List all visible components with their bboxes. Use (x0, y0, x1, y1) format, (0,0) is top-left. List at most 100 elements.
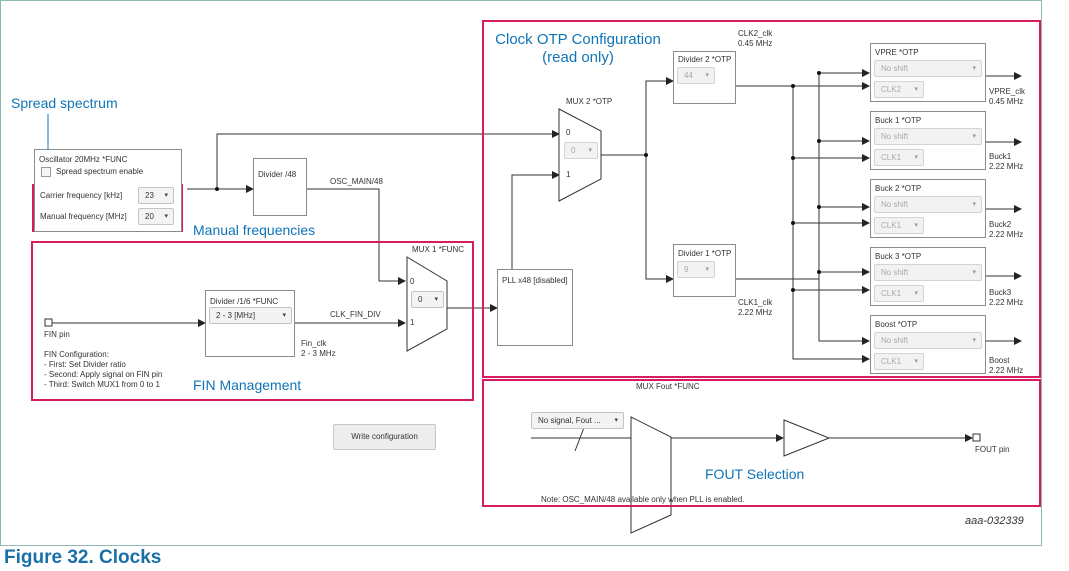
divider1-box: Divider 1 *OTP 9▾ (673, 244, 736, 297)
fin-divider-select[interactable]: 2 - 3 [MHz] ▾ (209, 307, 292, 324)
chevron-down-icon: ▾ (972, 269, 976, 276)
oscillator-title: Oscillator 20MHz *FUNC (39, 155, 128, 164)
fin-pin-label: FIN pin (44, 330, 70, 339)
clk2-label: CLK2_clk (738, 29, 773, 38)
clock-otp-heading-line1: Clock OTP Configuration (495, 31, 661, 48)
chevron-down-icon: ▾ (972, 201, 976, 208)
muxfout-shape (630, 416, 672, 534)
chevron-down-icon: ▾ (164, 213, 168, 220)
fin-management-highlight (31, 241, 474, 401)
spread-spectrum-heading: Spread spectrum (11, 95, 118, 111)
manual-frequency-value: 20 (145, 212, 154, 221)
spread-spectrum-enable-label: Spread spectrum enable (56, 167, 144, 176)
fin-config-step-3: - Third: Switch MUX1 from 0 to 1 (44, 380, 160, 389)
buck3-clk-value: CLK1 (881, 289, 902, 298)
buck2-out-freq: 2.22 MHz (989, 230, 1024, 239)
chevron-down-icon: ▾ (282, 312, 286, 319)
chevron-down-icon: ▾ (972, 65, 976, 72)
divider2-title: Divider 2 *OTP (678, 55, 732, 64)
buck2-clk-value: CLK1 (881, 221, 902, 230)
fout-selection-highlight (482, 379, 1041, 507)
mux2-input-0: 0 (566, 128, 571, 137)
mux1-title: MUX 1 *FUNC (412, 245, 465, 254)
manual-frequency-select[interactable]: 20 ▾ (138, 208, 174, 225)
boost-shift-select[interactable]: No shift▾ (874, 332, 982, 349)
divider1-select[interactable]: 9▾ (677, 261, 715, 278)
clock-otp-heading: Clock OTP Configuration (read only) (488, 31, 668, 67)
mux2-input-1: 1 (566, 170, 571, 179)
spread-spectrum-checkbox[interactable] (41, 167, 51, 177)
buck2-shift-select[interactable]: No shift ▾ (874, 196, 982, 213)
fout-select[interactable]: No signal, Fout ... ▾ (531, 412, 624, 429)
divider2-box: Divider 2 *OTP 44 ▾ (673, 51, 736, 104)
buck1-shift-select[interactable]: No shift ▾ (874, 128, 982, 145)
fout-selection-heading: FOUT Selection (705, 466, 805, 482)
buck2-clk-select[interactable]: CLK1 ▾ (874, 217, 924, 234)
vpre-out-freq: 0.45 MHz (989, 97, 1024, 106)
chevron-down-icon: ▾ (972, 133, 976, 140)
buck1-otp-title: Buck 1 *OTP (875, 116, 922, 125)
buck3-clk-select[interactable]: CLK1▾ (874, 285, 924, 302)
clk-fin-div-label: CLK_FIN_DIV (330, 310, 381, 319)
fin-config-title: FIN Configuration: (44, 350, 109, 359)
vpre-clk-select[interactable]: CLK2▾ (874, 81, 924, 98)
boost-clk-select[interactable]: CLK1 ▾ (874, 353, 924, 370)
mux-fout-title: MUX Fout *FUNC (636, 382, 700, 391)
divider2-select[interactable]: 44 ▾ (677, 67, 715, 84)
buck2-otp-box: Buck 2 *OTP No shift ▾ CLK1 ▾ (870, 179, 986, 238)
buck1-clk-select[interactable]: CLK1 ▾ (874, 149, 924, 166)
vpre-clk-value: CLK2 (881, 85, 902, 94)
fin-divider-value: 2 - 3 [MHz] (216, 311, 256, 320)
chevron-down-icon: ▾ (914, 358, 918, 365)
buck1-shift-value: No shift (881, 132, 909, 141)
clk1-freq: 2.22 MHz (738, 308, 773, 317)
write-configuration-button[interactable]: Write configuration (333, 424, 436, 450)
chevron-down-icon: ▾ (914, 222, 918, 229)
clk1-label: CLK1_clk (738, 298, 773, 307)
buck1-otp-box: Buck 1 *OTP No shift ▾ CLK1 ▾ (870, 111, 986, 170)
chevron-down-icon: ▾ (705, 72, 709, 79)
fin-divider-title: Divider /1/6 *FUNC (210, 297, 279, 306)
signal-wires (44, 69, 1022, 534)
buck2-shift-value: No shift (881, 200, 909, 209)
buck3-out-label: Buck3 (989, 288, 1012, 297)
fout-pin-square (972, 433, 981, 442)
chevron-down-icon: ▾ (705, 266, 709, 273)
fout-select-value: No signal, Fout ... (538, 416, 601, 425)
divider2-value: 44 (684, 71, 693, 80)
buck3-otp-box: Buck 3 *OTP No shift▾ CLK1▾ (870, 247, 986, 306)
buck2-out-label: Buck2 (989, 220, 1012, 229)
buck1-clk-value: CLK1 (881, 153, 902, 162)
buck2-otp-title: Buck 2 *OTP (875, 184, 922, 193)
buck3-shift-value: No shift (881, 268, 909, 277)
vpre-shift-select[interactable]: No shift▾ (874, 60, 982, 77)
chevron-down-icon: ▾ (914, 154, 918, 161)
buck3-shift-select[interactable]: No shift ▾ (874, 264, 982, 281)
fout-note: Note: OSC_MAIN/48 available only when PL… (541, 495, 745, 504)
buck1-out-freq: 2.22 MHz (989, 162, 1024, 171)
buck1-out-label: Buck1 (989, 152, 1012, 161)
chevron-down-icon: ▾ (588, 147, 592, 154)
pll-box: PLL x48 [disabled] (497, 269, 573, 346)
mux1-select[interactable]: 0▾ (411, 291, 444, 308)
fin-clk-label: Fin_clk (301, 339, 327, 348)
clock-otp-heading-line2: (read only) (542, 49, 614, 66)
mux1-value: 0 (418, 295, 423, 304)
vpre-otp-box: VPRE *OTP No shift▾ CLK2▾ (870, 43, 986, 102)
vpre-out-label: VPRE_clk (989, 87, 1026, 96)
osc-main-48-label: OSC_MAIN/48 (330, 177, 383, 186)
mux2-title: MUX 2 *OTP (566, 97, 613, 106)
boost-clk-value: CLK1 (881, 357, 902, 366)
mux2-select[interactable]: 0▾ (564, 142, 598, 159)
mux2-value: 0 (571, 146, 576, 155)
carrier-frequency-value: 23 (145, 191, 154, 200)
carrier-frequency-select[interactable]: 23▾ (138, 187, 174, 204)
vpre-otp-title: VPRE *OTP (875, 48, 919, 57)
divider48-box: Divider /48 (253, 158, 307, 216)
boost-otp-title: Boost *OTP (875, 320, 918, 329)
divider1-title: Divider 1 *OTP (678, 249, 732, 258)
fout-pin-label: FOUT pin (975, 445, 1010, 454)
mux1-input-1: 1 (410, 318, 415, 327)
carrier-frequency-label: Carrier frequency [kHz] (40, 191, 123, 200)
chevron-down-icon: ▾ (614, 417, 618, 424)
